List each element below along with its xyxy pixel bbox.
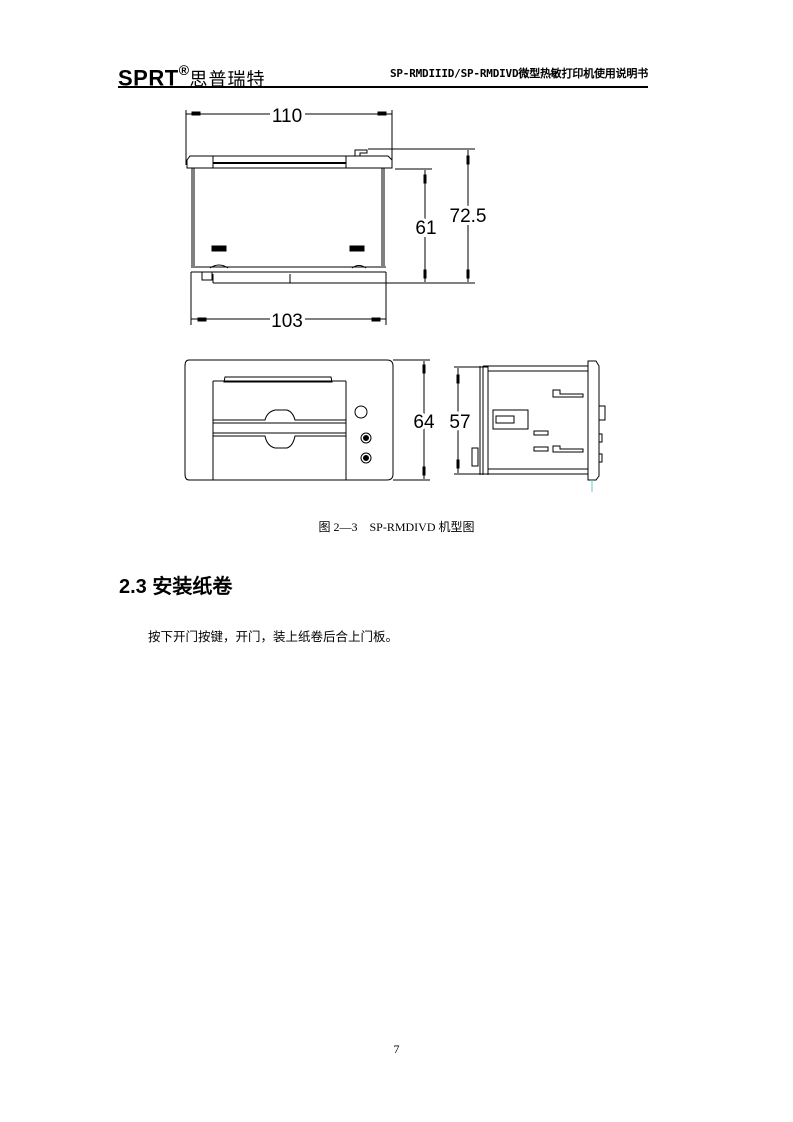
dim-64: 64: [413, 412, 435, 433]
figure-caption: 图 2—3 SP-RMDIVD 机型图: [318, 520, 475, 534]
dim-110: 110: [272, 106, 302, 127]
document-title: SP-RMDIIID/SP-RMDIVD微型热敏打印机使用说明书: [389, 67, 648, 80]
top-view-drawing: 110 61 72.5 103: [185, 106, 489, 332]
brand-name: SPRT: [118, 65, 179, 91]
brand-logo: SPRT®思普瑞特: [118, 58, 266, 94]
page-header: SPRT®思普瑞特 SP-RMDIIID/SP-RMDIVD微型热敏打印机使用说…: [118, 58, 648, 90]
section-heading: 2.3 安装纸卷: [119, 576, 233, 598]
brand-name-cn: 思普瑞特: [189, 69, 266, 91]
page-number: 7: [393, 1042, 400, 1056]
dim-61: 61: [415, 218, 436, 239]
dim-103: 103: [271, 311, 303, 332]
side-view-drawing: 57: [446, 360, 606, 492]
dim-72-5: 72.5: [450, 206, 487, 227]
registered-mark: ®: [178, 62, 190, 78]
dim-57: 57: [449, 412, 470, 433]
front-view-drawing: 64: [184, 359, 438, 481]
body-paragraph: 按下开门按键，开门，装上纸卷后合上门板。: [148, 629, 399, 644]
